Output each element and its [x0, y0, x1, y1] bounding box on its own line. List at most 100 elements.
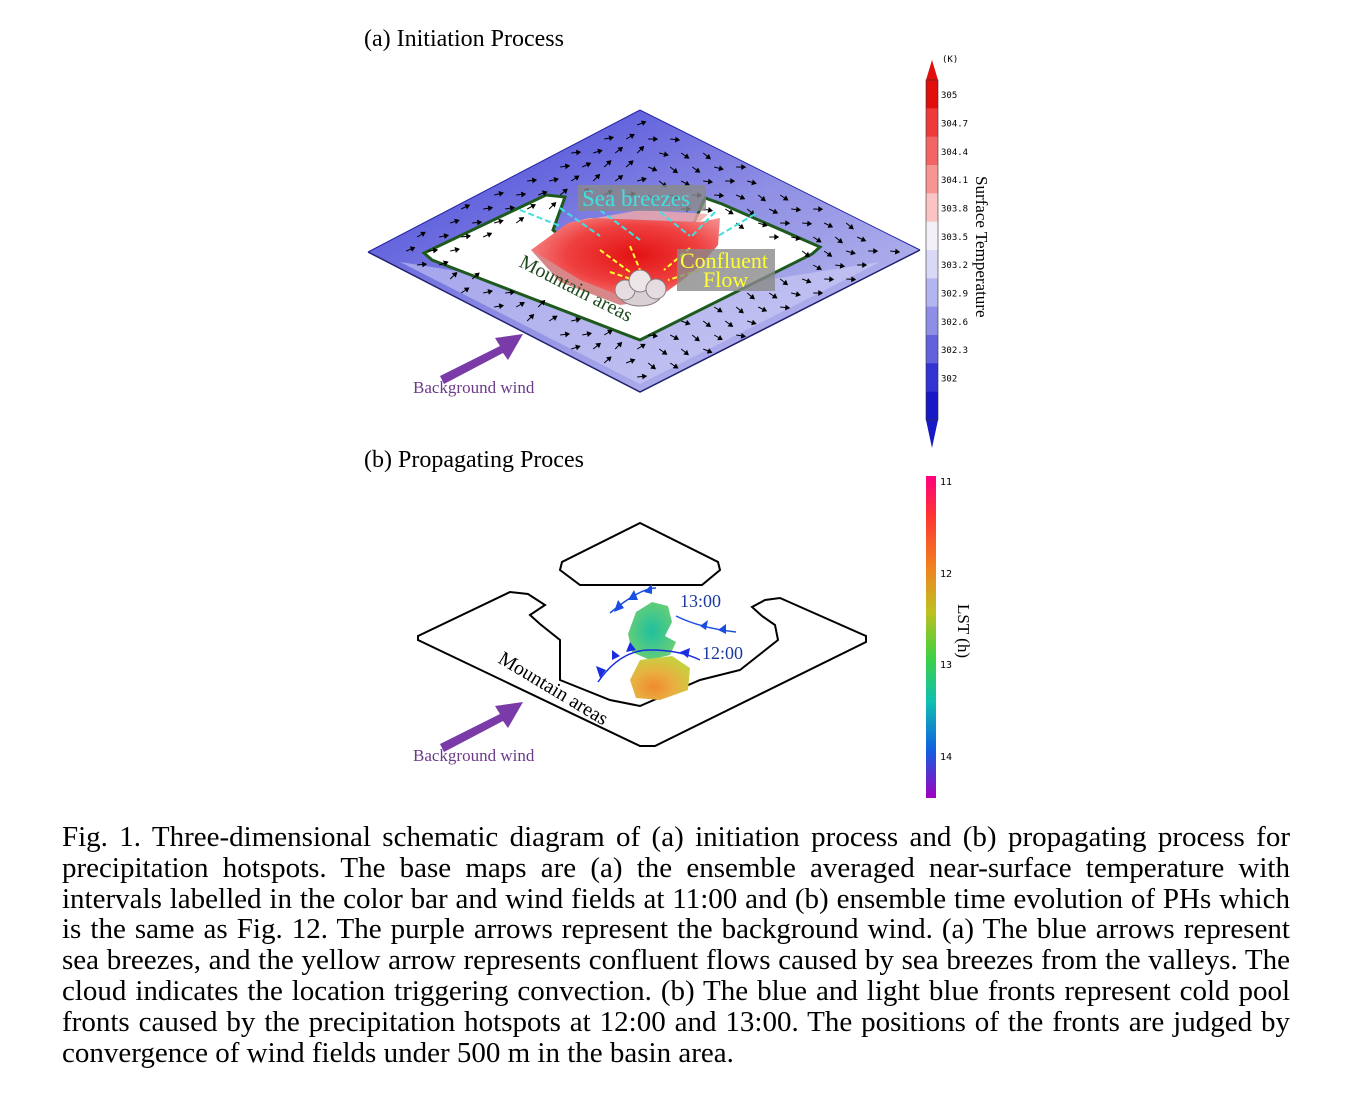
colorbar-tick-label: 305 — [941, 91, 957, 101]
cold-pool-front-1200 — [596, 642, 701, 683]
temperature-colorbar-title: Surface Temperature — [972, 176, 991, 318]
wind-arrow-head — [717, 334, 723, 341]
wind-arrow-head — [826, 251, 833, 257]
wind-arrow-head — [707, 207, 714, 213]
wind-arrow-head — [719, 192, 725, 199]
wind-arrow-head — [477, 219, 483, 226]
colorbar-cell — [926, 108, 938, 138]
panel-a-map — [367, 109, 921, 393]
wind-arrow-head — [432, 247, 439, 254]
wind-arrow-head — [694, 167, 701, 173]
sea-breezes-label: Sea breezes — [582, 186, 690, 211]
wind-arrow-head — [672, 167, 678, 174]
wind-arrow-head — [795, 206, 802, 213]
wind-arrow-head — [641, 373, 648, 380]
colorbar-cell — [926, 335, 938, 364]
colorbar-cell — [926, 165, 938, 194]
background-wind-arrow-a — [440, 334, 523, 384]
wind-arrow-head — [463, 287, 470, 293]
wind-arrow-head — [683, 349, 689, 356]
figure-caption: Fig. 1. Three-dimensional schematic diag… — [62, 821, 1290, 1069]
colorbar-tick-label: 303.8 — [941, 205, 968, 215]
lst-colorbar — [926, 476, 936, 798]
wind-arrow-head — [564, 331, 571, 338]
wind-arrow-head — [420, 231, 426, 237]
wind-arrow-head — [804, 251, 811, 258]
wind-arrow-head — [705, 153, 711, 160]
wind-arrow-head — [520, 191, 527, 198]
cloud-icon — [614, 269, 667, 307]
wind-arrow-head — [730, 178, 736, 184]
wind-arrow-head — [727, 321, 734, 327]
wind-arrow-head — [451, 272, 458, 278]
wind-arrow-head — [585, 162, 592, 168]
colorbar-tick-label: 304.7 — [941, 120, 968, 130]
wind-arrow-head — [837, 238, 843, 244]
time-1300-label: 13:00 — [680, 591, 721, 611]
lst-tick-label: 11 — [940, 477, 952, 488]
wind-arrow-head — [774, 234, 780, 240]
colorbar-cell — [926, 278, 938, 308]
wind-arrow-head — [617, 175, 624, 181]
wind-arrow-head — [608, 135, 615, 142]
wind-arrow-head — [464, 204, 471, 210]
schematic-figure: Sea breezes Confluent Flow Mountain area… — [367, 55, 991, 798]
wind-arrow-head — [785, 220, 791, 227]
wind-arrow-head — [894, 248, 901, 255]
wind-arrow-head — [498, 190, 504, 197]
lst-colorbar-title: LST (h) — [954, 604, 973, 658]
wind-arrow-head — [528, 313, 535, 320]
wind-arrow-head — [805, 278, 812, 284]
temperature-colorbar-ticks: 305304.7304.4304.1303.8303.5303.2302.930… — [941, 91, 968, 384]
wind-arrow-head — [487, 205, 494, 212]
wind-arrow-head — [575, 344, 581, 351]
wind-arrow-head — [454, 247, 460, 253]
colorbar-cell — [926, 136, 938, 166]
wind-arrow-head — [443, 233, 450, 239]
wind-arrow-head — [807, 220, 813, 227]
wind-arrow-head — [850, 249, 856, 256]
wind-arrow-head — [673, 334, 680, 340]
wind-arrow-head — [486, 232, 493, 238]
flow-label: Flow — [703, 267, 748, 292]
wind-arrow-head — [718, 165, 724, 172]
background-wind-arrow-b — [440, 702, 523, 752]
wind-arrow-head — [652, 332, 659, 339]
wind-arrow-head — [629, 133, 635, 140]
wind-arrow-head — [760, 195, 766, 202]
ph-1300-area — [628, 602, 676, 660]
wind-arrow-head — [728, 209, 734, 215]
colorbar-cell — [926, 250, 938, 279]
wind-arrow-head — [816, 264, 822, 271]
wind-arrow-head — [509, 205, 516, 212]
cold-pool-front-1300 — [609, 584, 737, 634]
wind-arrow-head — [616, 341, 623, 348]
colorbar-cell — [926, 391, 938, 421]
colorbar-cell — [926, 193, 938, 223]
wind-arrow-head — [409, 246, 416, 252]
wind-arrow-head — [539, 299, 546, 306]
wind-arrow-head — [848, 223, 854, 230]
panel-b-map — [417, 521, 867, 752]
wind-arrow-head — [530, 203, 536, 210]
wind-arrow-head — [851, 276, 857, 283]
panel-a-title: (a) Initiation Process — [364, 26, 564, 52]
colorbar-tick-label: 303.2 — [941, 261, 968, 271]
wind-arrow-head — [576, 149, 582, 156]
wind-arrow-head — [685, 319, 691, 326]
wind-arrow-head — [815, 237, 822, 243]
colorbar-unit: (K) — [942, 55, 958, 65]
colorbar-cell — [926, 363, 938, 393]
lst-tick-label: 12 — [940, 569, 952, 580]
colorbar-tick-label: 303.5 — [941, 233, 968, 243]
wind-arrow-head — [627, 160, 634, 166]
wind-arrow-head — [605, 160, 612, 166]
wind-arrow-head — [749, 209, 755, 216]
wind-arrow-head — [474, 272, 480, 278]
wind-arrow-head — [818, 290, 824, 296]
lst-tick-label: 14 — [940, 752, 952, 763]
wind-arrow-head — [663, 151, 669, 158]
wind-arrow-head — [706, 348, 713, 354]
wind-arrow-head — [573, 175, 580, 181]
